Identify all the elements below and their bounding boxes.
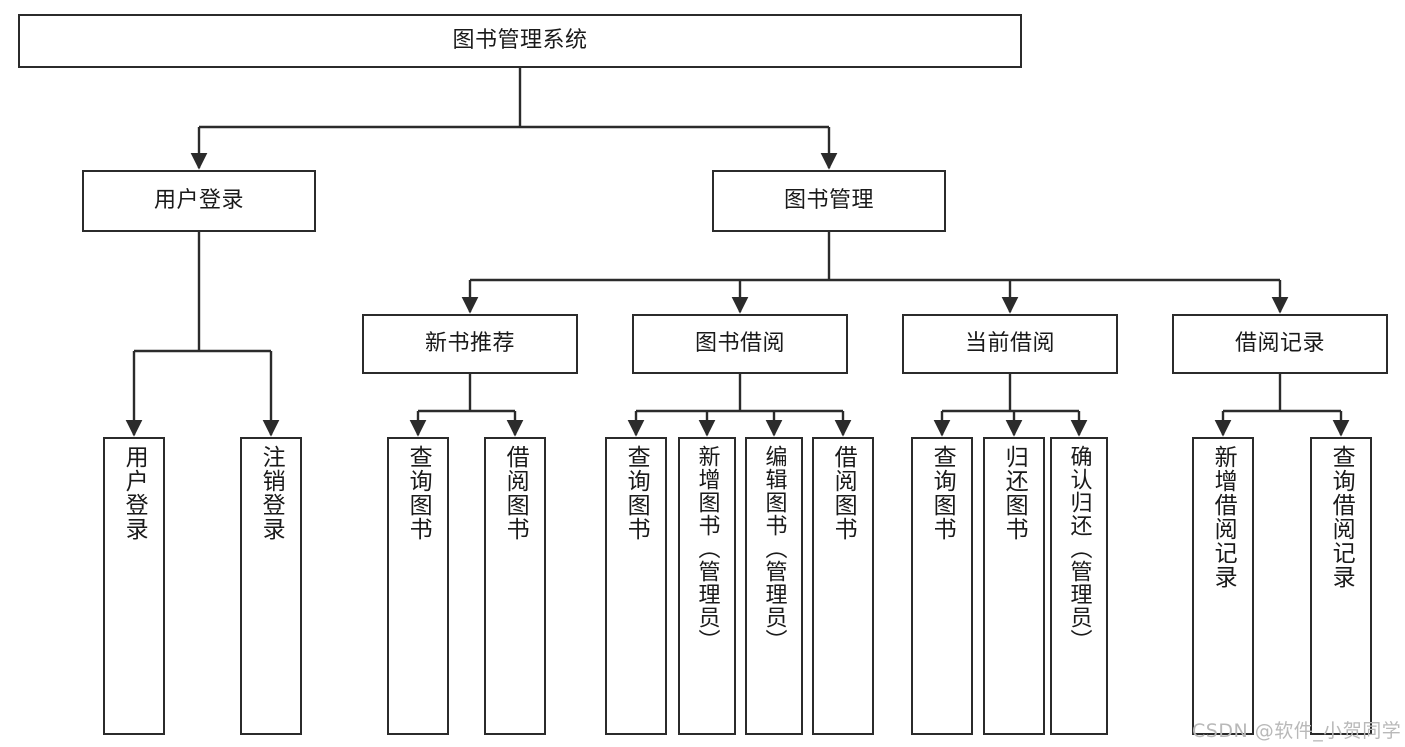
- node-leaf-query-book-1[interactable]: 查询图书: [387, 437, 449, 735]
- node-label: 当前借阅: [964, 330, 1055, 356]
- node-label: 图书管理系统: [452, 27, 588, 53]
- node-book-borrow[interactable]: 图书借阅: [632, 314, 848, 374]
- node-leaf-edit-book-admin[interactable]: 编辑图书（管理员）: [745, 437, 803, 735]
- node-label: 新增图书（管理员）: [694, 445, 720, 652]
- node-leaf-return-book[interactable]: 归还图书: [983, 437, 1045, 735]
- node-label: 查询图书: [929, 445, 956, 541]
- node-label: 查询图书: [405, 445, 432, 541]
- node-new-book-recommend[interactable]: 新书推荐: [362, 314, 578, 374]
- node-leaf-logout-login[interactable]: 注销登录: [240, 437, 302, 735]
- node-label: 归还图书: [1001, 445, 1028, 541]
- node-label: 注销登录: [258, 445, 285, 541]
- node-label: 借阅图书: [502, 445, 529, 541]
- node-user-login[interactable]: 用户登录: [82, 170, 316, 232]
- node-label: 借阅记录: [1234, 330, 1325, 356]
- node-leaf-query-book-2[interactable]: 查询图书: [605, 437, 667, 735]
- node-borrow-record[interactable]: 借阅记录: [1172, 314, 1388, 374]
- node-label: 用户登录: [153, 187, 244, 213]
- node-label: 查询图书: [623, 445, 650, 541]
- node-label: 新增借阅记录: [1210, 445, 1237, 589]
- node-label: 用户登录: [121, 445, 148, 541]
- node-leaf-user-login[interactable]: 用户登录: [103, 437, 165, 735]
- node-label: 图书管理: [783, 187, 874, 213]
- node-leaf-add-book-admin[interactable]: 新增图书（管理员）: [678, 437, 736, 735]
- node-current-borrow[interactable]: 当前借阅: [902, 314, 1118, 374]
- node-label: 图书借阅: [694, 330, 785, 356]
- node-leaf-borrow-book-1[interactable]: 借阅图书: [484, 437, 546, 735]
- node-leaf-query-book-3[interactable]: 查询图书: [911, 437, 973, 735]
- node-root[interactable]: 图书管理系统: [18, 14, 1022, 68]
- node-leaf-confirm-return-admin[interactable]: 确认归还（管理员）: [1050, 437, 1108, 735]
- node-label: 编辑图书（管理员）: [761, 445, 787, 652]
- node-leaf-add-borrow-record[interactable]: 新增借阅记录: [1192, 437, 1254, 735]
- watermark: CSDN @软件_小贺同学: [1192, 720, 1402, 742]
- node-leaf-borrow-book-2[interactable]: 借阅图书: [812, 437, 874, 735]
- node-label: 借阅图书: [830, 445, 857, 541]
- node-book-manage[interactable]: 图书管理: [712, 170, 946, 232]
- node-leaf-query-borrow-record[interactable]: 查询借阅记录: [1310, 437, 1372, 735]
- node-label: 确认归还（管理员）: [1066, 445, 1092, 652]
- node-label: 新书推荐: [424, 330, 515, 356]
- node-label: 查询借阅记录: [1328, 445, 1355, 589]
